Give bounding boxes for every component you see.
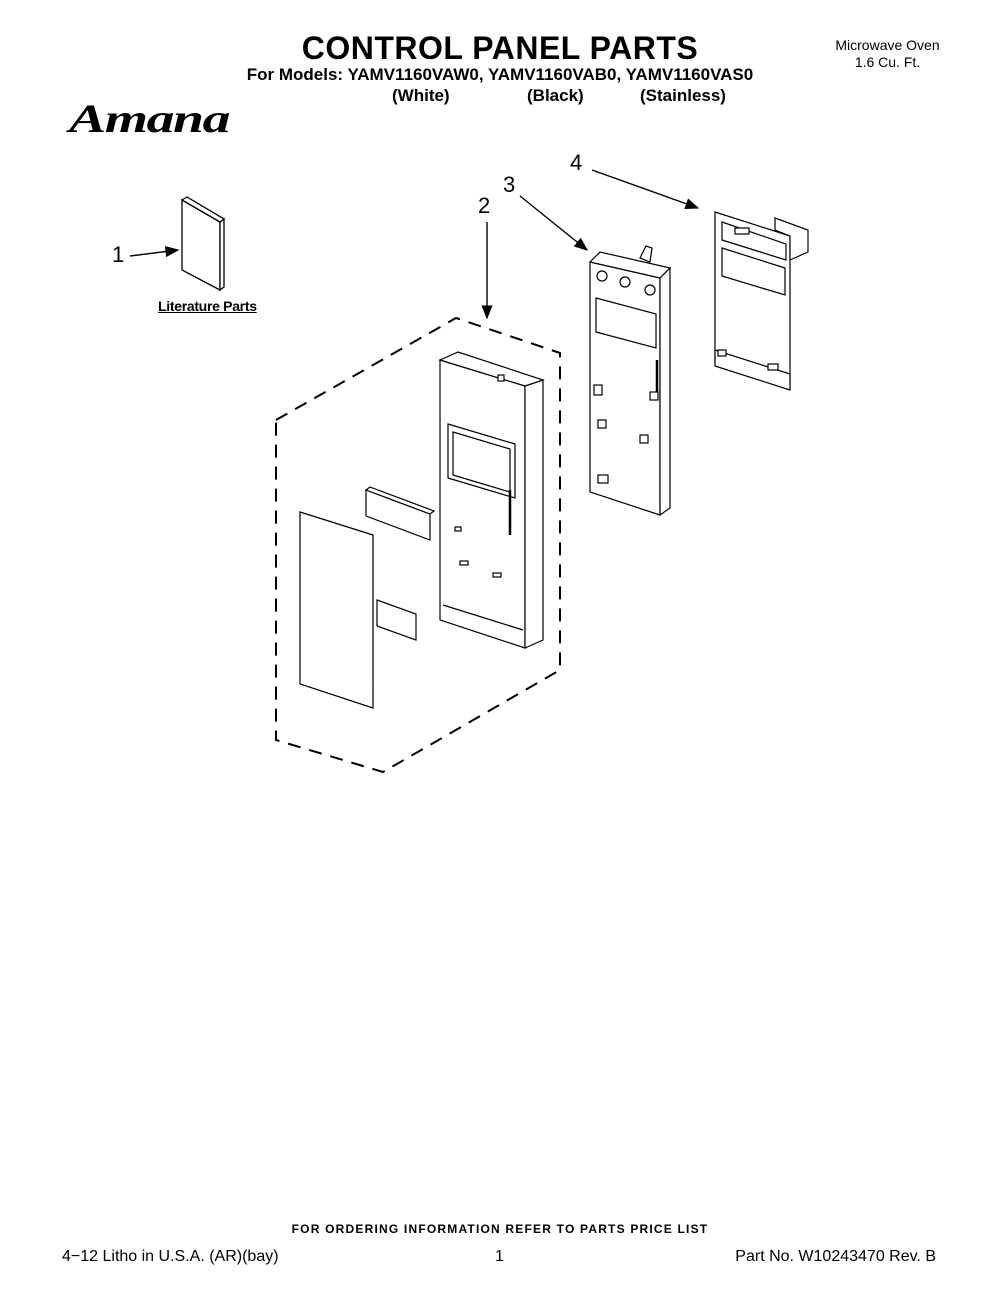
control-bracket [588, 245, 672, 517]
variant-white: (White) [392, 86, 450, 105]
ordering-note: FOR ORDERING INFORMATION REFER TO PARTS … [291, 1222, 709, 1236]
product-capacity: 1.6 Cu. Ft. [854, 54, 921, 70]
literature-booklet [180, 196, 226, 292]
product-type: Microwave Oven [835, 37, 940, 53]
callout-2: 2 [478, 193, 491, 218]
amana-logo: Amana [65, 96, 231, 140]
page-number: 1 [495, 1248, 504, 1265]
leader-arrows [129, 169, 700, 320]
callout-1: 1 [112, 242, 125, 267]
part-number: Part No. W10243470 Rev. B [735, 1248, 936, 1265]
control-panel-frame [438, 351, 545, 649]
litho-info: 4−12 Litho in U.S.A. (AR)(bay) [62, 1248, 279, 1265]
models-line: For Models: YAMV1160VAW0, YAMV1160VAB0, … [246, 65, 754, 84]
callout-3: 3 [503, 172, 516, 197]
variant-black: (Black) [527, 86, 584, 105]
display-window-panel [364, 486, 436, 541]
control-board [714, 211, 809, 391]
product-info: Microwave Oven 1.6 Cu. Ft. [800, 37, 975, 71]
page-title: CONTROL PANEL PARTS [301, 30, 699, 66]
touch-membrane [299, 511, 374, 709]
small-plate [376, 599, 417, 641]
variant-stainless: (Stainless) [640, 86, 726, 105]
svg-text:Amana: Amana [65, 96, 230, 140]
callout-4: 4 [570, 150, 583, 175]
literature-parts-label: Literature Parts [158, 298, 257, 314]
assembly-outline [275, 316, 561, 774]
